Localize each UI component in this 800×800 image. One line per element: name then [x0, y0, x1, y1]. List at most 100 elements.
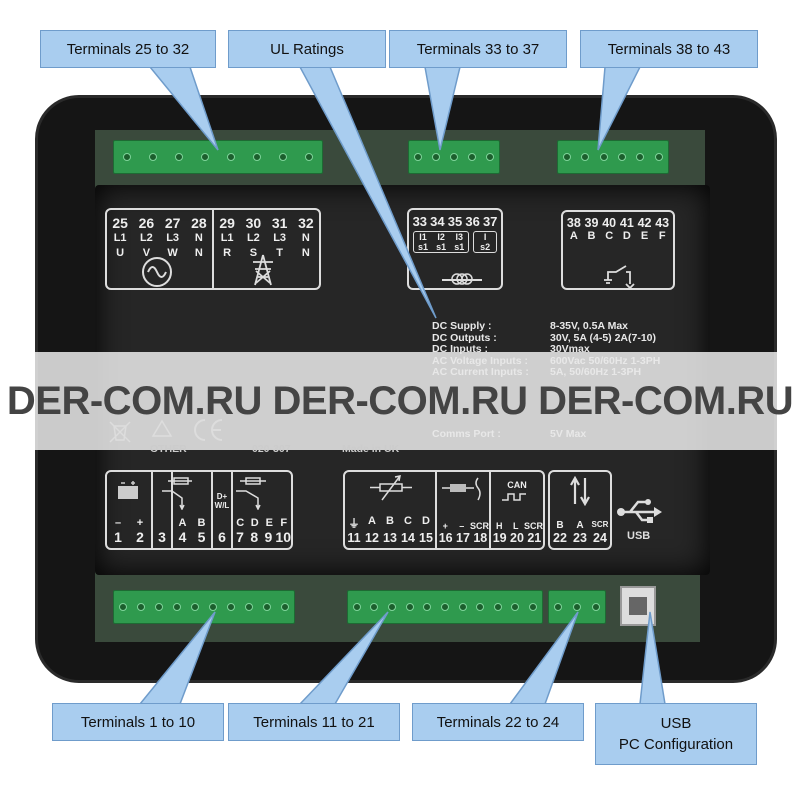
terminal-number: 22 [553, 531, 567, 545]
terminal-number: 13 [383, 531, 397, 545]
terminal-number: 27 [164, 215, 181, 231]
terminal-number: 20 [510, 531, 524, 545]
phase-label: L1 [113, 232, 127, 244]
terminal-number: 33 [412, 214, 428, 229]
callout-label: Terminals 1 to 10 [80, 713, 196, 731]
phase-label: L2 [246, 232, 260, 244]
phase-label: L3 [166, 232, 180, 244]
callout-terminals-1-10: Terminals 1 to 10 [52, 703, 224, 741]
terminal-letter: F [658, 230, 666, 242]
can-waveform-icon [502, 493, 526, 501]
variable-resistor-icon [370, 475, 412, 501]
terminal-letter: C [236, 517, 245, 529]
ct-label: I3 [455, 232, 463, 242]
rs485-arrows-icon [570, 476, 590, 506]
spec-value: 5V Max [550, 427, 587, 440]
callout-ul-ratings: UL Ratings [228, 30, 386, 68]
terminal-number: 24 [593, 531, 607, 545]
recycle-icon [151, 419, 173, 437]
spec-value: 30Vmax [550, 343, 590, 355]
terminal-letter: D [250, 517, 259, 529]
terminal-number: 34 [430, 214, 445, 229]
callout-label: Terminals 38 to 43 [607, 40, 731, 58]
terminal-number: 30 [245, 215, 262, 231]
terminal-number: 8 [250, 529, 259, 545]
phase-label: L1 [220, 232, 234, 244]
terminal-number: 21 [527, 531, 542, 545]
terminal-letter: ⏚ [348, 518, 360, 530]
terminal-letter: E [265, 517, 273, 529]
pylon-icon [253, 254, 273, 286]
phase-label: N [194, 247, 203, 259]
phase-label: N [194, 232, 203, 244]
terminal-number: 26 [138, 215, 155, 231]
terminal-number: 18 [473, 531, 488, 545]
callout-label: USB [660, 715, 692, 732]
terminal-letter: SCR [470, 521, 490, 531]
phase-label: L2 [139, 232, 153, 244]
phase-label: U [116, 247, 125, 259]
callout-terminals-22-24: Terminals 22 to 24 [412, 703, 584, 741]
callout-label: Terminals 33 to 37 [416, 40, 540, 58]
callout-label: UL Ratings [270, 40, 344, 58]
connector-38-43 [557, 140, 669, 174]
terminal-number: 39 [584, 216, 599, 230]
usb-label: USB [627, 530, 651, 542]
terminal-letter: H [496, 521, 503, 531]
terminal-letter: E [640, 230, 649, 242]
terminal-number: 2 [136, 529, 144, 545]
terminal-number: 12 [365, 531, 379, 545]
phase-label: N [301, 232, 310, 244]
connector-11-21 [347, 590, 543, 624]
phase-label: T [276, 247, 283, 259]
terminal-number: 6 [218, 529, 226, 545]
phase-label: W [167, 247, 178, 259]
terminal-number: 23 [573, 531, 587, 545]
terminal-letter: A [576, 520, 584, 531]
usb-port[interactable] [620, 586, 656, 626]
terminal-letter: F [280, 517, 288, 529]
terminal-number: 28 [191, 215, 207, 231]
terminal-letter: C [404, 515, 412, 527]
terminal-number: 19 [492, 531, 507, 545]
terminal-number: 15 [419, 531, 433, 545]
spec-key: AC Current Inputs : [432, 366, 529, 378]
terminal-letter: B [197, 517, 206, 529]
connector-1-10 [113, 590, 295, 624]
spec-row: DC Outputs :30V, 5A (4-5) 2A(7-10) [432, 331, 660, 345]
connector-25-32 [113, 140, 323, 174]
terminal-number: 14 [401, 531, 415, 545]
terminal-letter: SCR [591, 520, 609, 529]
ac-generator-icon [142, 257, 172, 287]
terminal-letter: SCR [524, 521, 544, 531]
spec-key: DC Inputs : [432, 343, 488, 355]
phase-label: S [249, 247, 258, 259]
callout-terminals-33-37: Terminals 33 to 37 [389, 30, 567, 68]
callout-label: Terminals 25 to 32 [66, 40, 190, 58]
callout-label: Terminals 11 to 21 [253, 713, 375, 731]
spec-row: DC Supply :8-35V, 0.5A Max [432, 320, 660, 333]
spec-value: 30V, 5A (4-5) 2A(7-10) [550, 331, 657, 344]
terminal-number: 25 [112, 215, 128, 231]
callout-terminals-11-21: Terminals 11 to 21 [228, 703, 400, 741]
terminal-number: 3 [158, 529, 166, 545]
terminal-number: 17 [456, 531, 470, 545]
spec-key: DC Supply : [432, 320, 492, 332]
fuel-relay-icon [162, 477, 192, 510]
terminal-letter: A [569, 230, 578, 242]
ct-label: s1 [418, 242, 429, 252]
terminal-number: 36 [465, 214, 480, 229]
ct-label: s1 [436, 242, 447, 252]
terminal-number: 37 [482, 214, 498, 229]
terminal-number: 10 [275, 529, 291, 545]
terminal-letter: A [178, 517, 187, 529]
spec-row: AC Current Inputs :5A, 50/60Hz 1-3PH [432, 366, 660, 379]
